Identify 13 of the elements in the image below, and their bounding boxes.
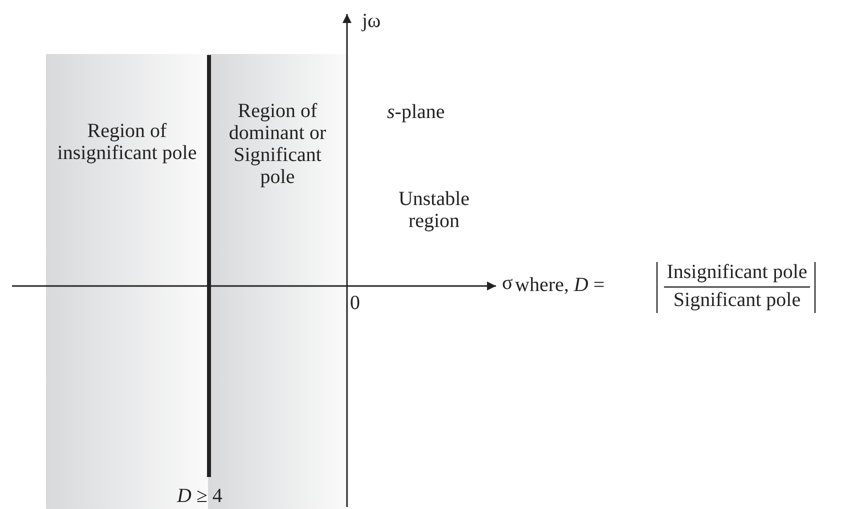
region-label: Region of dominant or Significant pole: [228, 100, 328, 188]
axis-label: σ: [502, 272, 513, 294]
region-band: [208, 54, 347, 509]
region-label: Region of insignificant pole: [56, 120, 198, 164]
origin-label: 0: [350, 292, 360, 314]
region-band: [46, 54, 208, 509]
region-label: Unstable region: [397, 188, 471, 232]
axis-label: jω: [362, 10, 381, 32]
denominator-text: Significant pole: [672, 289, 802, 311]
numerator-text: Insignificant pole: [666, 261, 808, 283]
plane-label: s-plane: [387, 101, 445, 123]
threshold-label: D ≥ 4: [177, 485, 222, 507]
formula-text: where, D =: [515, 274, 605, 296]
